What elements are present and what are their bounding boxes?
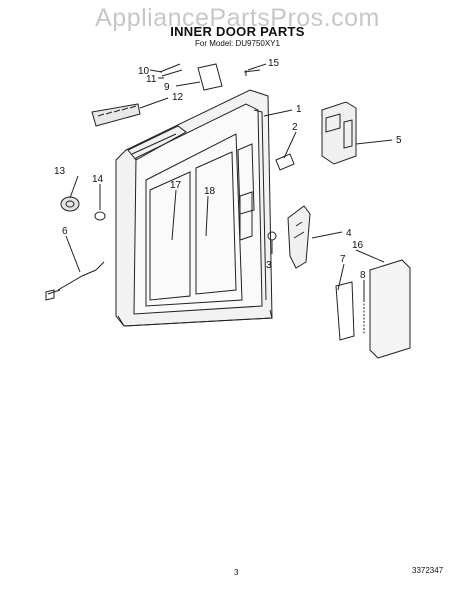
side-panel: [369, 259, 411, 359]
callout-4: 4: [346, 228, 352, 239]
page-title: INNER DOOR PARTS: [170, 24, 305, 39]
page-number: 3: [234, 568, 239, 577]
callout-12: 12: [172, 92, 184, 103]
watermark: AppliancePartsPros.com: [95, 4, 380, 32]
callout-5: 5: [396, 135, 402, 146]
callout-8: 8: [360, 270, 366, 281]
callout-2: 2: [292, 122, 298, 133]
spring-arm: [335, 281, 365, 341]
screw-top: [243, 69, 261, 76]
document-number: 3372347: [412, 566, 444, 575]
wire-harness: [45, 261, 105, 301]
callout-6: 6: [62, 226, 68, 237]
callout-10: 10: [138, 66, 150, 77]
hinge-bracket: [287, 205, 311, 269]
callout-9: 9: [164, 82, 170, 93]
callout-7: 7: [340, 254, 346, 265]
callout-15: 15: [268, 58, 280, 69]
vent-handle: [91, 103, 141, 127]
callout-3: 3: [266, 260, 272, 271]
small-screws: [159, 63, 183, 77]
dispenser-cover: [197, 63, 223, 91]
callout-13: 13: [54, 166, 66, 177]
callout-18: 18: [204, 186, 216, 197]
door-latch: [321, 101, 357, 165]
callout-17: 17: [170, 180, 182, 191]
knob-assembly: [60, 196, 106, 221]
callout-16: 16: [352, 240, 364, 251]
model-subtitle: For Model: DU9750XY1: [195, 39, 280, 48]
inner-door-panel: [115, 89, 273, 327]
callout-1: 1: [296, 104, 302, 115]
callout-11: 11: [146, 74, 157, 85]
callout-14: 14: [92, 174, 104, 185]
